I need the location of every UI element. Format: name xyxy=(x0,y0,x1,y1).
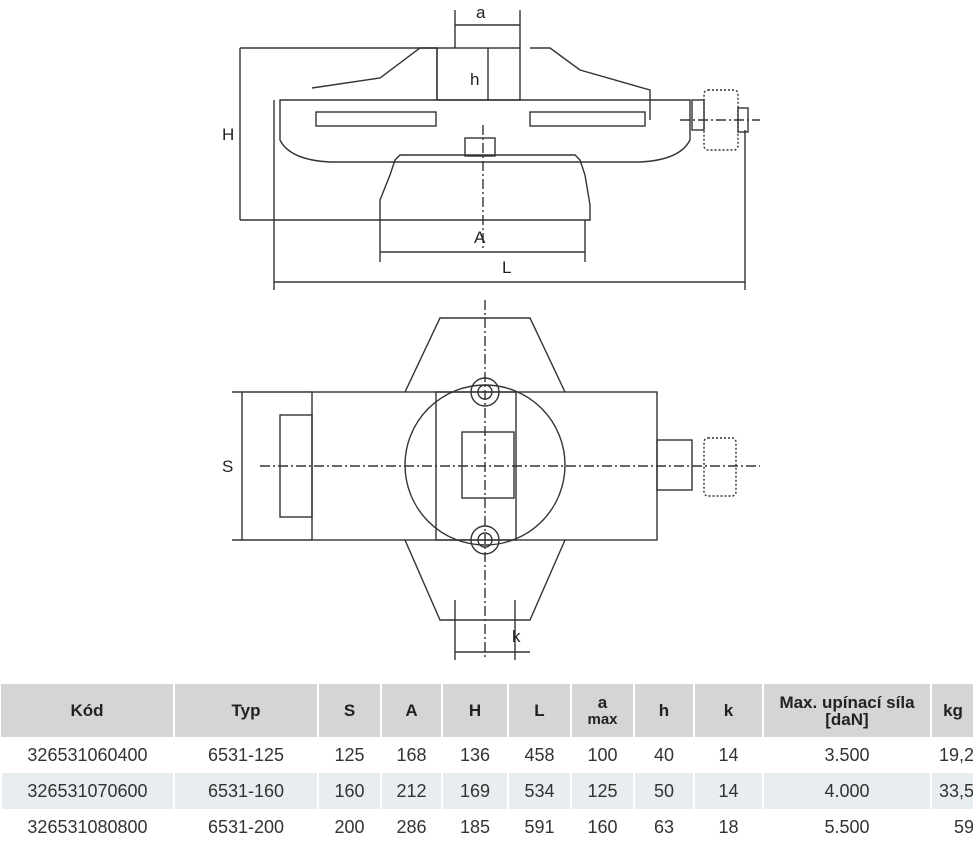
table-cell: 50 xyxy=(633,773,694,809)
column-header-label: kg xyxy=(943,701,963,720)
column-header-label: a xyxy=(597,692,608,712)
column-header: Kód xyxy=(1,684,174,737)
column-header-label: H xyxy=(468,701,482,720)
table-cell: 33,5 xyxy=(930,773,973,809)
table-cell: 185 xyxy=(441,809,508,845)
column-header: kg xyxy=(930,684,973,737)
table-cell: 4.000 xyxy=(762,773,931,809)
vise-technical-drawing: a h H A L S k xyxy=(222,3,760,660)
column-header-label: Max. upínací síla xyxy=(779,692,915,712)
table-cell: 14 xyxy=(693,773,763,809)
table-cell: 6531-125 xyxy=(173,737,318,773)
column-header: A xyxy=(380,684,442,737)
column-header: Typ xyxy=(173,684,318,737)
column-header: H xyxy=(441,684,508,737)
table-cell: 136 xyxy=(441,737,508,773)
table-cell: 19,2 xyxy=(930,737,973,773)
column-header-sublabel: [daN] xyxy=(825,709,869,729)
dim-label-k: k xyxy=(512,627,521,646)
dim-label-S: S xyxy=(222,457,233,476)
table-cell: 212 xyxy=(380,773,442,809)
column-header-label: k xyxy=(723,701,734,720)
table-cell: 63 xyxy=(633,809,694,845)
table-cell: 534 xyxy=(507,773,571,809)
column-header: S xyxy=(317,684,381,737)
table-cell: 100 xyxy=(570,737,634,773)
column-header-label: Kód xyxy=(70,701,104,720)
table-cell: 6531-160 xyxy=(173,773,318,809)
dim-label-A: A xyxy=(474,228,486,247)
table-cell: 169 xyxy=(441,773,508,809)
table-cell: 286 xyxy=(380,809,442,845)
dim-label-h: h xyxy=(470,70,479,89)
table-cell: 59 xyxy=(930,809,973,845)
table-cell: 5.500 xyxy=(762,809,931,845)
dim-label-H: H xyxy=(222,125,234,144)
column-header-label: Typ xyxy=(231,701,261,720)
table-cell: 326531080800 xyxy=(0,809,174,845)
column-header: L xyxy=(507,684,571,737)
table-cell: 125 xyxy=(570,773,634,809)
dim-label-a: a xyxy=(476,3,486,22)
column-header: Max. upínací síla[daN] xyxy=(762,684,931,737)
table-cell: 14 xyxy=(693,737,763,773)
column-header-label: h xyxy=(658,701,670,720)
table-cell: 3.500 xyxy=(762,737,931,773)
column-header-label: L xyxy=(534,701,545,720)
table-cell: 200 xyxy=(317,809,381,845)
table-cell: 160 xyxy=(317,773,381,809)
dim-label-L: L xyxy=(502,258,511,277)
column-header-label: S xyxy=(343,701,356,720)
column-header-sublabel: max xyxy=(587,710,618,728)
table-cell: 458 xyxy=(507,737,571,773)
table-cell: 160 xyxy=(570,809,634,845)
table-cell: 18 xyxy=(693,809,763,845)
table-cell: 326531060400 xyxy=(0,737,174,773)
table-cell: 168 xyxy=(380,737,442,773)
column-header-label: A xyxy=(405,701,418,720)
top-view: S k xyxy=(222,300,760,660)
column-header: k xyxy=(693,684,763,737)
column-header: h xyxy=(633,684,694,737)
table-cell: 591 xyxy=(507,809,571,845)
side-view: a h H A L xyxy=(222,3,760,290)
table-cell: 125 xyxy=(317,737,381,773)
table-cell: 6531-200 xyxy=(173,809,318,845)
table-cell: 326531070600 xyxy=(0,773,174,809)
table-cell: 40 xyxy=(633,737,694,773)
